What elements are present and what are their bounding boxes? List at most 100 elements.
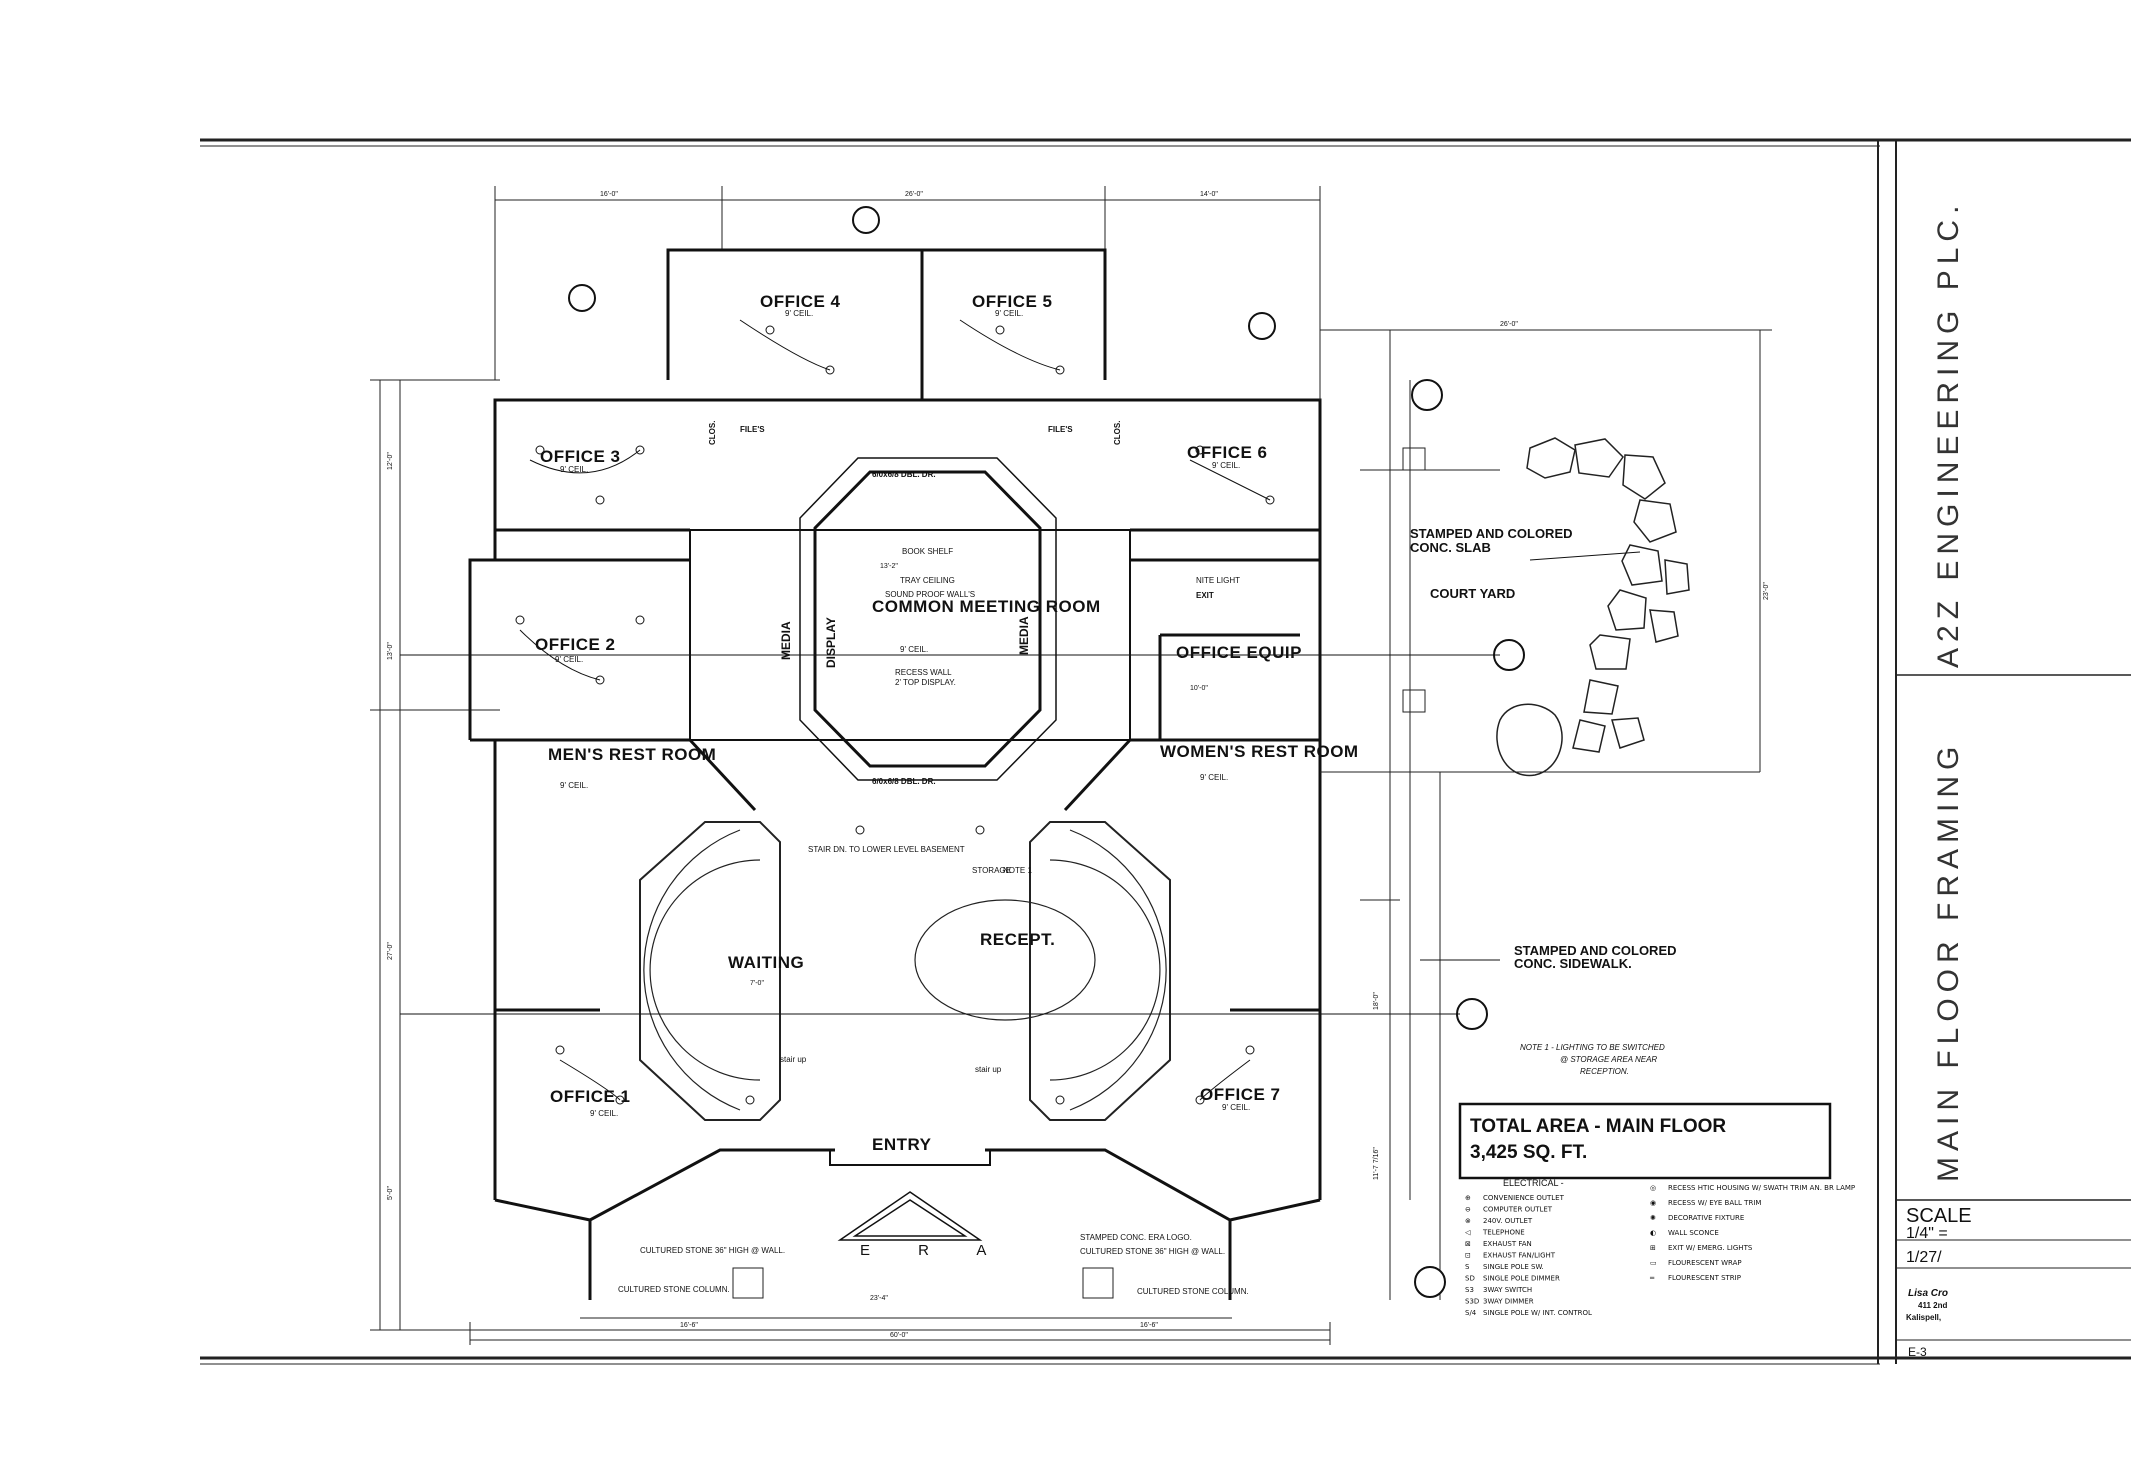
legend-left-label-2: 240V. OUTLET bbox=[1483, 1217, 1533, 1225]
label-clos-left: CLOS. bbox=[708, 421, 717, 445]
legend-left-label-0: CONVENIENCE OUTLET bbox=[1483, 1194, 1565, 1202]
callout-sidewalk-1: STAMPED AND COLORED bbox=[1514, 943, 1677, 958]
dimension-lines bbox=[370, 186, 1772, 1345]
legend-left-symbol-9: S3D bbox=[1465, 1298, 1479, 1306]
label-storage: STORAGE bbox=[972, 866, 1011, 875]
legend-right-symbol-4: ⊞ bbox=[1650, 1244, 1656, 1252]
stairs bbox=[639, 821, 1171, 1121]
label-stone-column-left: CULTURED STONE COLUMN. bbox=[618, 1285, 730, 1294]
court-slab-outline bbox=[732, 330, 1760, 1300]
total-area-box: TOTAL AREA - MAIN FLOOR 3,425 SQ. FT. bbox=[1458, 1102, 1832, 1180]
legend-left-symbol-5: ⊡ bbox=[1465, 1252, 1471, 1260]
label-nite-light: NITE LIGHT bbox=[1196, 576, 1240, 585]
label-stone-wall-left: CULTURED STONE 36" HIGH @ WALL. bbox=[640, 1246, 785, 1255]
electrical-legend: ELECTRICAL - ⊕CONVENIENCE OUTLET⊖COMPUTE… bbox=[1465, 1178, 1855, 1317]
sheet-title: MAIN FLOOR FRAMING bbox=[1932, 741, 1965, 1182]
dim-left-b: 13'-0" bbox=[387, 642, 394, 660]
title-block: A2Z ENGINEERING PLC. MAIN FLOOR FRAMING … bbox=[1906, 200, 1972, 1359]
drawing-date: 1/27/ bbox=[1906, 1249, 1942, 1266]
label-media-right: MEDIA bbox=[1017, 616, 1031, 655]
legend-left-label-9: 3WAY DIMMER bbox=[1483, 1298, 1534, 1306]
callout-note-1-c: RECEPTION. bbox=[1580, 1067, 1629, 1076]
legend-right-symbol-0: ◎ bbox=[1650, 1184, 1656, 1192]
dim-court-height: 23'-0" bbox=[1763, 582, 1770, 600]
legend-right-symbol-6: ═ bbox=[1649, 1274, 1655, 1282]
legend-right-label-6: FLOURESCENT STRIP bbox=[1668, 1274, 1741, 1282]
sheet-border bbox=[200, 138, 2131, 1365]
room-reception: RECEPT. bbox=[980, 930, 1055, 949]
legend-left-label-3: TELEPHONE bbox=[1482, 1229, 1525, 1237]
scale-label: SCALE bbox=[1906, 1205, 1972, 1227]
room-office-6: OFFICE 6 bbox=[1187, 443, 1268, 462]
legend-left-label-6: SINGLE POLE SW. bbox=[1483, 1263, 1544, 1271]
legend-left-label-8: 3WAY SWITCH bbox=[1483, 1286, 1532, 1294]
firm-address: 411 2nd bbox=[1918, 1301, 1947, 1310]
label-tray-ceiling: TRAY CEILING bbox=[900, 576, 955, 585]
legend-left-label-5: EXHAUST FAN/LIGHT bbox=[1483, 1252, 1556, 1260]
label-clos-right: CLOS. bbox=[1113, 421, 1122, 445]
legend-right-symbol-3: ◐ bbox=[1650, 1229, 1656, 1237]
callouts: STAMPED AND COLORED CONC. SLAB COURT YAR… bbox=[1410, 526, 1677, 1076]
room-office-7: OFFICE 7 bbox=[1200, 1085, 1281, 1104]
legend-right-label-5: FLOURESCENT WRAP bbox=[1668, 1259, 1742, 1267]
dim-left-c: 27'-0" bbox=[387, 942, 394, 960]
legend-right-symbol-1: ◉ bbox=[1650, 1199, 1656, 1207]
label-exit: EXIT bbox=[1196, 591, 1214, 600]
dim-left-d: 5'-0" bbox=[387, 1186, 394, 1200]
legend-left-symbol-10: S/4 bbox=[1465, 1309, 1477, 1317]
entry-logo-triangle bbox=[837, 1191, 983, 1241]
callout-court-yard: COURT YARD bbox=[1430, 586, 1515, 601]
legend-left-symbol-4: ⊠ bbox=[1465, 1240, 1471, 1248]
dim-tray: 13'-2" bbox=[880, 563, 898, 570]
dim-left-a: 12'-0" bbox=[387, 452, 394, 470]
label-stair-down: STAIR DN. TO LOWER LEVEL BASEMENT bbox=[808, 845, 965, 854]
dim-wait: 7'-0" bbox=[750, 980, 764, 987]
room-office-5-ceil: 9' CEIL. bbox=[995, 309, 1023, 318]
legend-left-symbol-0: ⊕ bbox=[1465, 1194, 1471, 1202]
legend-left-label-10: SINGLE POLE W/ INT. CONTROL bbox=[1483, 1309, 1592, 1317]
dim-bottom-right: 16'-6" bbox=[1140, 1322, 1158, 1329]
callout-note-1-b: @ STORAGE AREA NEAR bbox=[1560, 1055, 1657, 1064]
dim-top-left: 16'-0" bbox=[600, 191, 618, 198]
room-office-4: OFFICE 4 bbox=[760, 292, 841, 311]
legend-right-label-1: RECESS W/ EYE BALL TRIM bbox=[1668, 1199, 1761, 1207]
dim-bottom-mid: 23'-4" bbox=[870, 1295, 888, 1302]
legend-left-label-1: COMPUTER OUTLET bbox=[1483, 1206, 1553, 1214]
firm-city: Kalispell, bbox=[1906, 1313, 1941, 1322]
label-stamped-logo: STAMPED CONC. ERA LOGO. bbox=[1080, 1233, 1192, 1242]
courtyard-landscape bbox=[1496, 437, 1690, 777]
legend-right-label-0: RECESS HTIC HOUSING W/ SWATH TRIM AN. BR… bbox=[1668, 1184, 1855, 1192]
label-stone-wall-right: CULTURED STONE 36" HIGH @ WALL. bbox=[1080, 1247, 1225, 1256]
legend-left-symbol-3: ◁ bbox=[1465, 1229, 1471, 1237]
total-area-line-1: TOTAL AREA - MAIN FLOOR bbox=[1470, 1116, 1726, 1137]
label-dbl-door-top: 6/0x6/8 DBL. DR. bbox=[872, 470, 936, 479]
plan-labels: CLOS. CLOS. FILE'S FILE'S MEDIA DISPLAY … bbox=[618, 421, 1249, 1296]
dim-bottom-left: 16'-6" bbox=[680, 1322, 698, 1329]
room-office-7-ceil: 9' CEIL. bbox=[1222, 1103, 1250, 1112]
label-display: DISPLAY bbox=[824, 617, 838, 668]
label-files-right: FILE'S bbox=[1048, 425, 1073, 434]
label-media-left: MEDIA bbox=[779, 621, 793, 660]
legend-right-symbol-5: ▭ bbox=[1650, 1259, 1657, 1267]
room-labels: OFFICE 4 9' CEIL. OFFICE 5 9' CEIL. OFFI… bbox=[535, 292, 1358, 1154]
room-office-1-ceil: 9' CEIL. bbox=[590, 1109, 618, 1118]
legend-right-label-3: WALL SCONCE bbox=[1668, 1229, 1719, 1237]
dim-bottom-total: 60'-0" bbox=[890, 1332, 908, 1339]
room-entry: ENTRY bbox=[872, 1135, 932, 1154]
label-stone-column-right: CULTURED STONE COLUMN. bbox=[1137, 1287, 1249, 1296]
label-sound-proof: SOUND PROOF WALL'S bbox=[885, 590, 975, 599]
room-office-6-ceil: 9' CEIL. bbox=[1212, 461, 1240, 470]
legend-right-symbol-2: ✺ bbox=[1650, 1214, 1656, 1222]
room-waiting: WAITING bbox=[728, 953, 804, 972]
sheet-number: E-3 bbox=[1908, 1345, 1927, 1359]
legend-left-symbol-2: ⊗ bbox=[1465, 1217, 1471, 1225]
label-note1-tag: NOTE 1 bbox=[1003, 866, 1032, 875]
room-womens-rest-ceil: 9' CEIL. bbox=[1200, 773, 1228, 782]
label-recess-wall: RECESS WALL bbox=[895, 668, 952, 677]
label-era: E R A bbox=[860, 1242, 1008, 1259]
callout-slab-2: CONC. SLAB bbox=[1410, 540, 1491, 555]
room-mens-rest: MEN'S REST ROOM bbox=[548, 745, 716, 764]
dimension-text: 16'-0" 26'-0" 14'-0" 26'-0" 23'-0" 60'-0… bbox=[387, 191, 1770, 1339]
room-office-5: OFFICE 5 bbox=[972, 292, 1053, 311]
